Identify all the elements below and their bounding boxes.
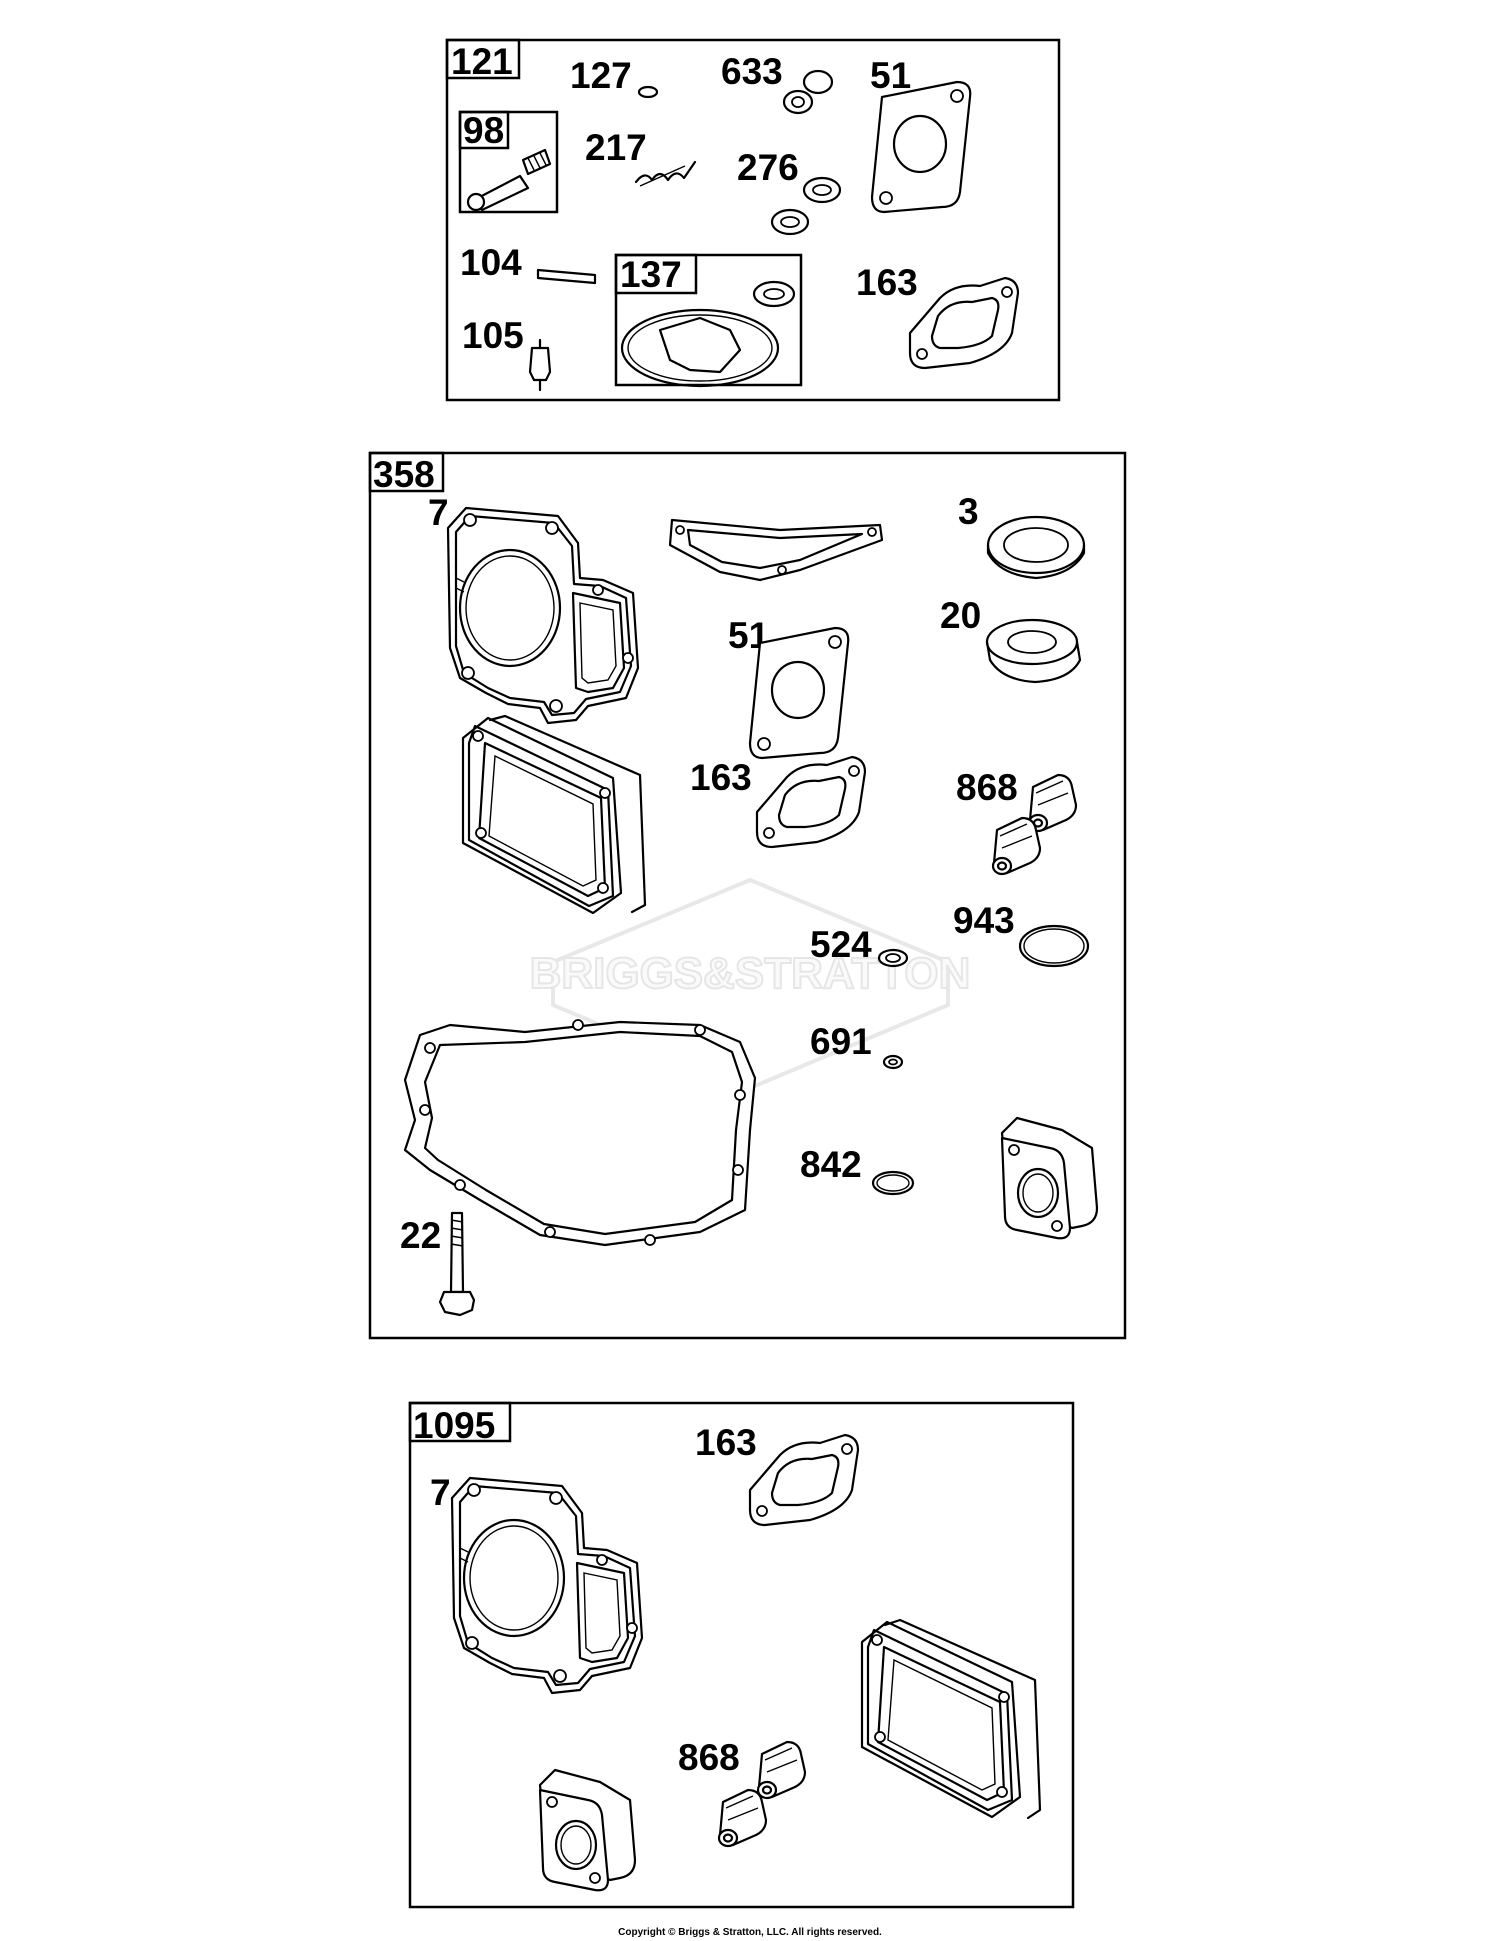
part-7: 7 bbox=[430, 1472, 644, 1695]
part-label: 105 bbox=[462, 315, 524, 356]
kit-number: 137 bbox=[620, 254, 682, 295]
part-943: 943 bbox=[953, 900, 1090, 968]
part-868: 868 bbox=[956, 767, 1078, 876]
part-105: 105 bbox=[462, 315, 552, 392]
part-label: 7 bbox=[428, 492, 449, 533]
part-label: 943 bbox=[953, 900, 1015, 941]
part-label: 3 bbox=[958, 491, 979, 532]
valve-cover-gasket bbox=[860, 1618, 1042, 1820]
part-842: 842 bbox=[800, 1144, 915, 1196]
part-51: 51 bbox=[870, 55, 972, 214]
part-7: 7 bbox=[428, 492, 640, 725]
part-label: 163 bbox=[856, 262, 918, 303]
subkit-137: 137 bbox=[614, 253, 803, 388]
part-label: 20 bbox=[940, 595, 981, 636]
part-22: 22 bbox=[400, 1211, 476, 1317]
part-104: 104 bbox=[460, 242, 597, 285]
kit-121-panel: 121 127 633 51 217 276 bbox=[445, 38, 1061, 402]
elbow-gasket bbox=[538, 1768, 637, 1892]
part-label: 127 bbox=[570, 55, 632, 96]
part-label: 633 bbox=[721, 51, 783, 92]
part-163: 163 bbox=[856, 262, 1020, 370]
part-51: 51 bbox=[728, 615, 850, 760]
part-label: 868 bbox=[678, 1737, 740, 1778]
kit-number: 98 bbox=[463, 110, 504, 151]
kit-358-panel: 358 7 3 20 51 bbox=[368, 451, 1127, 1340]
part-label: 691 bbox=[810, 1021, 872, 1062]
part-868: 868 bbox=[678, 1737, 807, 1848]
part-163: 163 bbox=[690, 755, 867, 849]
subkit-98: 98 bbox=[458, 110, 559, 214]
part-label: 524 bbox=[810, 924, 872, 965]
kit-1095-panel: 1095 163 7 868 bbox=[408, 1401, 1075, 1909]
part-label: 7 bbox=[430, 1472, 451, 1513]
part-3: 3 bbox=[958, 491, 1086, 580]
part-691: 691 bbox=[810, 1021, 904, 1070]
part-label: 276 bbox=[737, 147, 799, 188]
part-524: 524 bbox=[810, 924, 909, 968]
part-label: 163 bbox=[690, 757, 752, 798]
crankcase-cover-gasket-top bbox=[668, 518, 884, 582]
kit-number: 1095 bbox=[413, 1405, 495, 1446]
part-label: 163 bbox=[695, 1422, 757, 1463]
part-label: 104 bbox=[460, 242, 522, 283]
part-633: 633 bbox=[721, 51, 834, 115]
kit-number: 121 bbox=[451, 41, 513, 82]
elbow-gasket bbox=[1000, 1116, 1099, 1240]
part-163: 163 bbox=[695, 1422, 860, 1527]
kit-number: 358 bbox=[373, 454, 435, 495]
crankcase-gasket bbox=[403, 1019, 757, 1247]
part-20: 20 bbox=[940, 595, 1082, 684]
part-label: 51 bbox=[870, 55, 911, 96]
part-label: 868 bbox=[956, 767, 1018, 808]
valve-cover-gasket bbox=[461, 714, 647, 915]
part-label: 842 bbox=[800, 1144, 862, 1185]
part-127: 127 bbox=[570, 55, 659, 99]
part-label: 217 bbox=[585, 127, 647, 168]
part-217: 217 bbox=[585, 127, 697, 187]
part-label: 22 bbox=[400, 1215, 441, 1256]
copyright-notice: Copyright © Briggs & Stratton, LLC. All … bbox=[618, 1927, 882, 1938]
part-276: 276 bbox=[737, 147, 842, 236]
